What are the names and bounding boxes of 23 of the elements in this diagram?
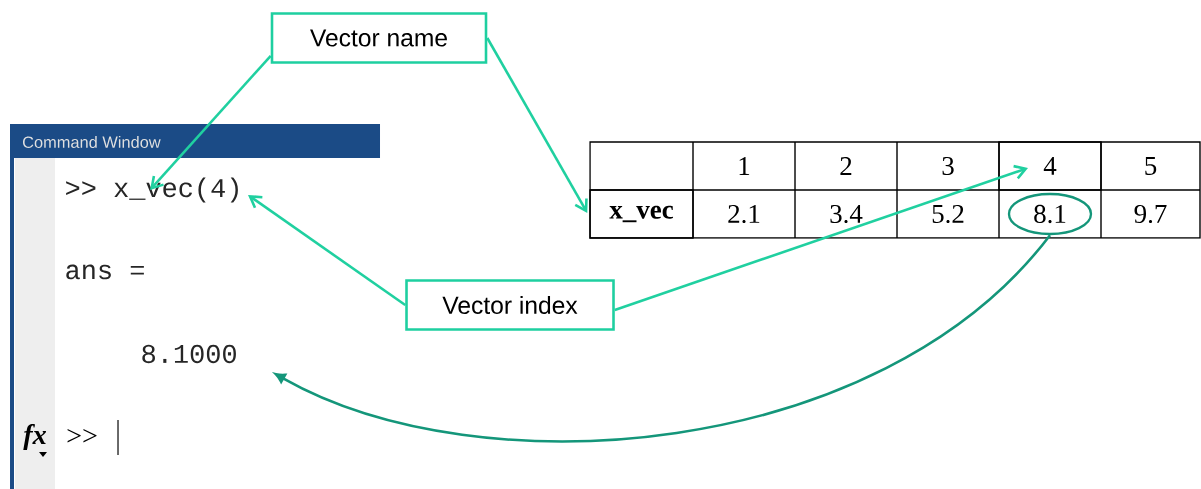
code-line: ans = <box>66 264 144 280</box>
code-line: 8.1000 <box>142 344 236 364</box>
callout-box: Vector name <box>270 12 488 64</box>
arrow <box>248 195 406 307</box>
circled-value: 8.1 <box>1007 192 1093 236</box>
code-line: >> x_vec(4) <box>66 177 238 203</box>
table-cell: 1 <box>739 157 750 175</box>
table-cell: 2.1 <box>728 204 760 224</box>
node-label: Command Window <box>22 135 161 149</box>
table-cell: 5.2 <box>932 204 964 224</box>
arrow <box>274 234 1051 443</box>
table-cell: 3.4 <box>830 204 863 224</box>
table-cell: 2 <box>840 157 852 175</box>
arrow <box>150 54 272 190</box>
arrow <box>614 164 1028 312</box>
table-cell: 4 <box>998 141 1102 191</box>
table-cell: 5 <box>1145 157 1157 175</box>
arrow <box>486 37 588 213</box>
table-cell: 9.7 <box>1134 204 1167 224</box>
callout-box: Vector index <box>405 279 615 331</box>
table-cell: x_vec <box>589 189 694 239</box>
prompt: >> <box>67 428 97 443</box>
table-cell: 3 <box>942 156 954 176</box>
